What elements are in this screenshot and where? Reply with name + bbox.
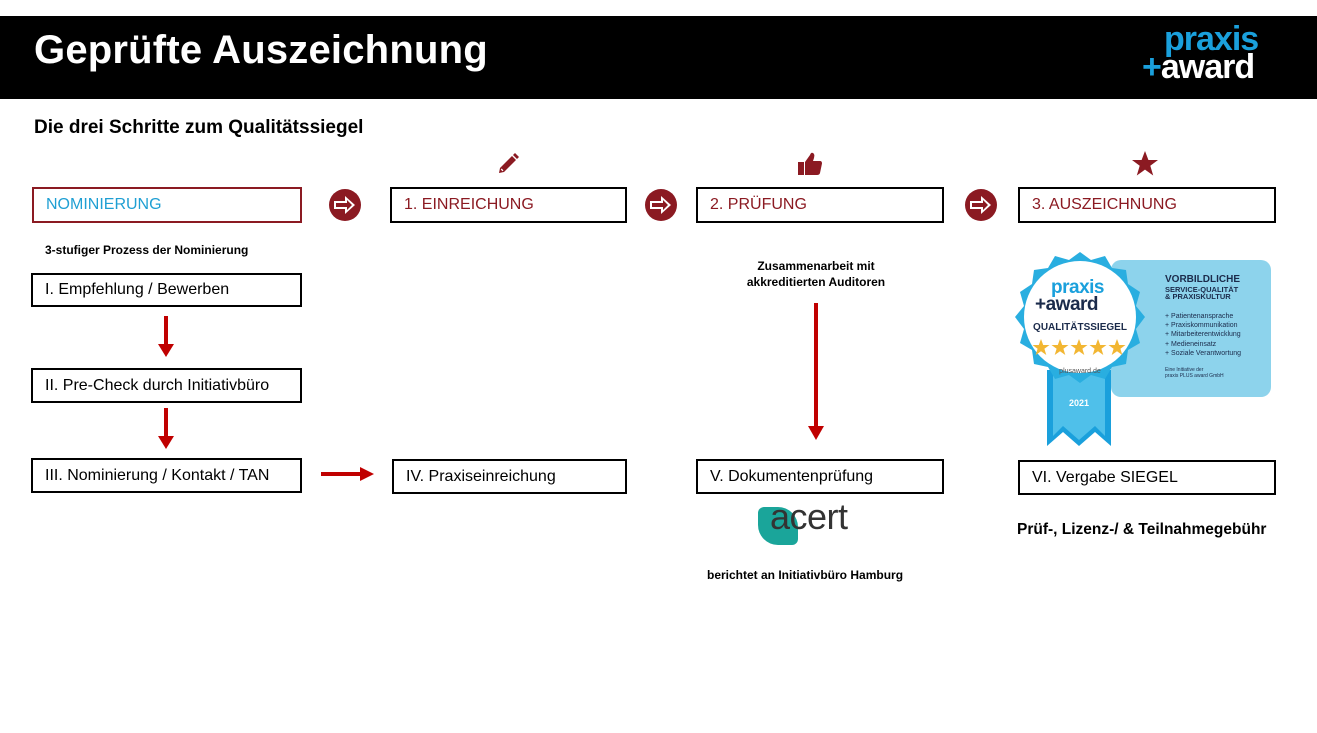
down-arrow-icon [158,408,174,449]
step-dokumentenpruefung: V. Dokumentenprüfung [696,459,944,494]
praxis-award-logo: praxis +award [1140,22,1280,86]
logo-praxis: praxis [1164,20,1259,58]
logo-award-line: +award [1142,48,1255,86]
step-nominierung-kontakt: III. Nominierung / Kontakt / TAN [31,458,302,493]
seal-stars-graphic [1032,339,1126,355]
seal-heading-3: & PRAXISKULTUR [1165,292,1231,302]
step-vergabe-siegel: VI. Vergabe SIEGEL [1018,460,1276,495]
seal-brand-praxis: praxis [1051,277,1104,298]
seal-heading-1: VORBILDLICHE [1165,274,1240,285]
seal-criterion: + Medieneinsatz [1165,340,1217,348]
seal-criterion: + Praxiskommunikation [1165,322,1238,330]
seal-criterion: + Soziale Verantwortung [1165,349,1242,357]
logo-award: award [1160,48,1255,86]
seal-criterion: + Patientenansprache [1165,313,1234,320]
seal-label: QUALITÄTSSIEGEL [1033,322,1127,333]
pruefung-caption: Zusammenarbeit mit akkreditierten Audito… [716,259,916,289]
circle-arrow-icon [645,189,677,221]
seal-stars [1032,338,1128,358]
step-praxiseinreichung: IV. Praxiseinreichung [392,459,627,494]
phase-auszeichnung: 3. AUSZEICHNUNG [1018,187,1276,223]
seal-inner: praxis +award QUALITÄTSSIEGEL plusaward.… [1003,250,1157,394]
acert-wordmark: acert [770,496,848,537]
quality-seal: VORBILDLICHE SERVICE-QUALITÄT & PRAXISKU… [1003,250,1271,448]
pruefung-caption-line1: Zusammenarbeit mit [757,259,875,273]
seal-footer-2: praxis PLUS award GmbH [1165,373,1224,379]
down-arrow-icon [808,303,824,440]
step-empfehlung: I. Empfehlung / Bewerben [31,273,302,307]
circle-arrow-icon [965,189,997,221]
acert-logo: acert [758,499,870,547]
page-title: Geprüfte Auszeichnung [34,28,488,72]
acert-mark [758,507,798,545]
report-caption: berichtet an Initiativbüro Hamburg [707,568,904,582]
seal-heading-2: SERVICE-QUALITÄT [1165,284,1239,294]
seal-footer-1: Eine Initiative der [1165,367,1204,373]
phase-einreichung: 1. EINREICHUNG [390,187,627,223]
seal-criterion: + Mitarbeiterentwicklung [1165,331,1241,339]
pruefung-caption-line2: akkreditierten Auditoren [746,275,886,289]
phase-nominierung: NOMINIERUNG [32,187,302,223]
star-icon [1132,151,1158,176]
seal-url: plusaward.de [1059,368,1101,375]
circle-arrow-icon [329,189,361,221]
seal-info-panel: VORBILDLICHE SERVICE-QUALITÄT & PRAXISKU… [1111,260,1271,397]
seal-heading: VORBILDLICHE SERVICE-QUALITÄT & PRAXISKU… [1165,274,1269,302]
right-arrow-icon [321,467,374,481]
seal-brand-award: +award [1035,294,1099,315]
nomination-caption: 3-stufiger Prozess der Nominierung [45,243,249,257]
fee-caption: Prüf-, Lizenz-/ & Teilnahmegebühr [1017,521,1267,538]
header-bar [0,16,1317,99]
pencil-icon [499,153,519,173]
seal-criteria-list: + Patientenansprache + Praxiskommunikati… [1165,312,1241,358]
down-arrow-icon [158,316,174,357]
subtitle: Die drei Schritte zum Qualitätssiegel [34,117,364,138]
logo-plus: + [1142,48,1162,86]
seal-footer: Eine Initiative der praxis PLUS award Gm… [1165,367,1224,379]
seal-ribbon [1047,370,1111,446]
seal-year: 2021 [1068,398,1090,408]
phase-pruefung: 2. PRÜFUNG [696,187,944,223]
step-pre-check: II. Pre-Check durch Initiativbüro [31,368,302,403]
thumbs-up-icon [798,152,822,175]
